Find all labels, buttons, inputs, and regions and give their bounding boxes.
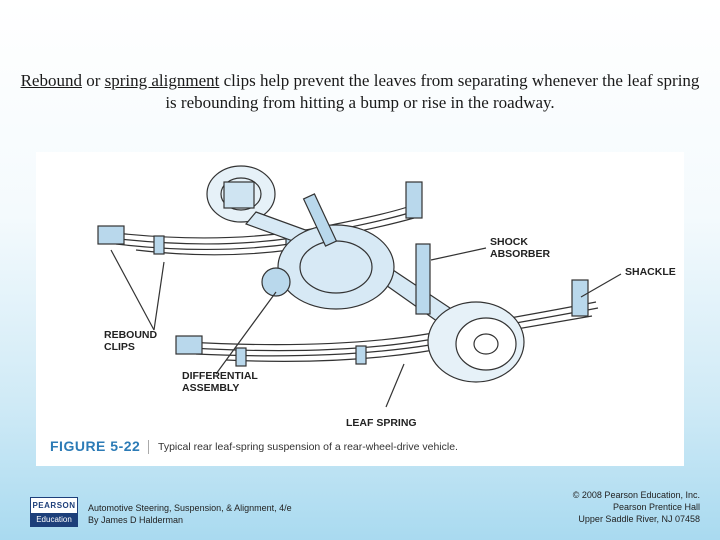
footer-location: Upper Saddle River, NJ 07458 <box>578 514 700 524</box>
lower-shackle <box>571 279 589 317</box>
rebound-clip-lower-2 <box>355 345 367 365</box>
callout-shock-absorber: SHOCK ABSORBER <box>490 236 551 260</box>
footer-copyright-block: © 2008 Pearson Education, Inc. Pearson P… <box>573 489 700 525</box>
slide-caption: Rebound or spring alignment clips help p… <box>20 70 700 114</box>
callout-leaf-spring: LEAF SPRING <box>346 417 417 429</box>
callout-shackle: SHACKLE <box>625 266 676 278</box>
footer-book-title: Automotive Steering, Suspension, & Align… <box>88 503 292 513</box>
differential-housing <box>277 224 395 310</box>
footer-copyright: © 2008 Pearson Education, Inc. <box>572 490 700 500</box>
pearson-logo: PEARSON Education <box>30 497 78 527</box>
shock-absorber-right <box>415 243 431 315</box>
lower-leaf-spring <box>185 301 597 346</box>
callout-differential-assembly: DIFFERENTIAL ASSEMBLY <box>182 370 258 394</box>
footer-publisher: Pearson Prentice Hall <box>612 502 700 512</box>
logo-subtitle: Education <box>31 513 77 526</box>
callout-rebound-clips: REBOUND CLIPS <box>104 329 158 353</box>
footer-author: By James D Halderman <box>88 515 184 525</box>
caption-joiner: or <box>81 71 105 90</box>
figure-description: Typical rear leaf-spring suspension of a… <box>158 441 458 453</box>
figure-number: FIGURE 5-22 <box>50 438 141 454</box>
rebound-clip-upper-1 <box>153 235 165 255</box>
caption-term-rebound: Rebound <box>20 71 82 90</box>
logo-wordmark: PEARSON <box>31 498 77 513</box>
figure-divider <box>148 440 149 454</box>
rebound-clip-lower-1 <box>235 347 247 367</box>
caption-rest: clips help prevent the leaves from separ… <box>165 71 700 112</box>
footer-book-info: Automotive Steering, Suspension, & Align… <box>88 502 292 526</box>
caption-term-spring-alignment: spring alignment <box>104 71 220 90</box>
figure-panel: SHOCK ABSORBER SHACKLE REBOUND CLIPS DIF… <box>36 152 684 466</box>
upper-shackle <box>405 181 423 219</box>
leaf-spring-suspension-illustration <box>97 165 622 408</box>
shock-absorber-left <box>302 193 338 247</box>
